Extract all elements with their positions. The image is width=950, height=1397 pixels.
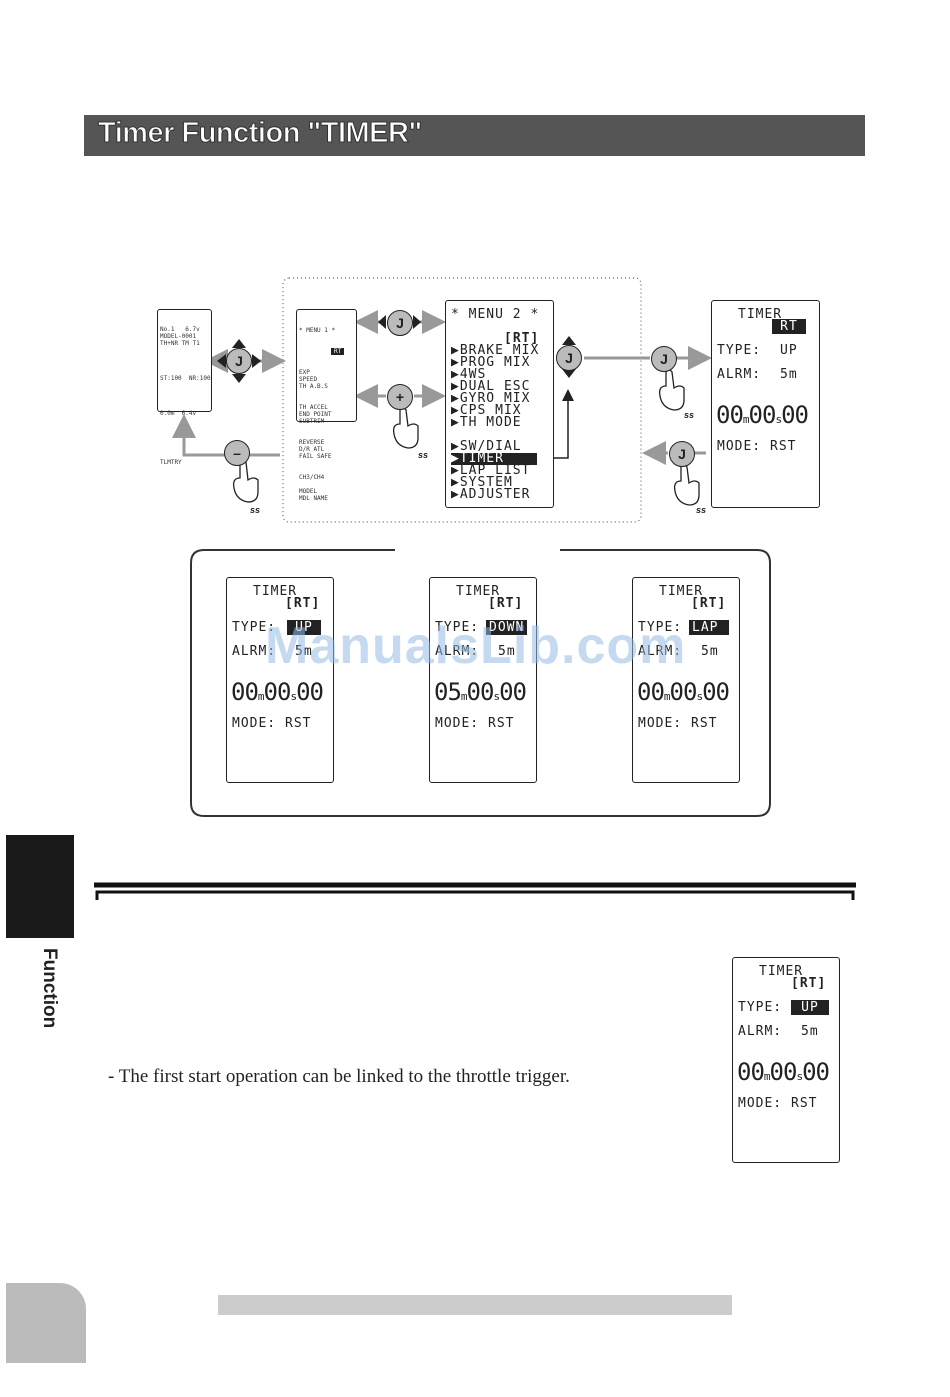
plus-button[interactable]: +	[387, 384, 413, 410]
joystick-button[interactable]: J	[226, 348, 252, 374]
press-label: ss	[418, 450, 429, 460]
joystick-button[interactable]: J	[651, 346, 677, 372]
page-number-tab	[6, 1283, 86, 1363]
joystick-button[interactable]: J	[556, 345, 582, 371]
joystick-button[interactable]: J	[387, 310, 413, 336]
timer-box-screen: TIMER [RT] TYPE: UP ALRM: 5m 00m00s00 MO…	[732, 957, 840, 1163]
title-bar	[84, 115, 865, 156]
timer-main-screen: TIMER RT TYPE: UP ALRM: 5m 00m00s00 MODE…	[711, 300, 820, 508]
menu2-selected-item: ▶TIMER	[451, 452, 537, 465]
press-label: ss	[696, 505, 707, 515]
page-title: Timer Function "TIMER"	[98, 117, 423, 150]
footer-bar	[218, 1295, 732, 1315]
menu2-screen: * MENU 2 * [RT] ▶BRAKE MIX ▶PROG MIX ▶4W…	[445, 300, 554, 508]
section-tab	[6, 835, 74, 938]
press-label: ss	[250, 505, 261, 515]
timer-up-screen: TIMER [RT] TYPE: UP ALRM: 5m 00m00s00 MO…	[226, 577, 334, 783]
timer-down-screen: TIMER [RT] TYPE: DOWN ALRM: 5m 05m00s00 …	[429, 577, 537, 783]
note-text: - The first start operation can be linke…	[108, 1066, 570, 1087]
press-label: ss	[684, 410, 695, 420]
joystick-button[interactable]: J	[669, 441, 695, 467]
section-label: Function	[39, 948, 60, 1029]
minus-button[interactable]: –	[224, 440, 250, 466]
menu-group-outline	[282, 277, 642, 523]
watermark: ManualsLib.com	[265, 617, 687, 675]
timer-lap-screen: TIMER [RT] TYPE: LAP ALRM: 5m 00m00s00 M…	[632, 577, 740, 783]
